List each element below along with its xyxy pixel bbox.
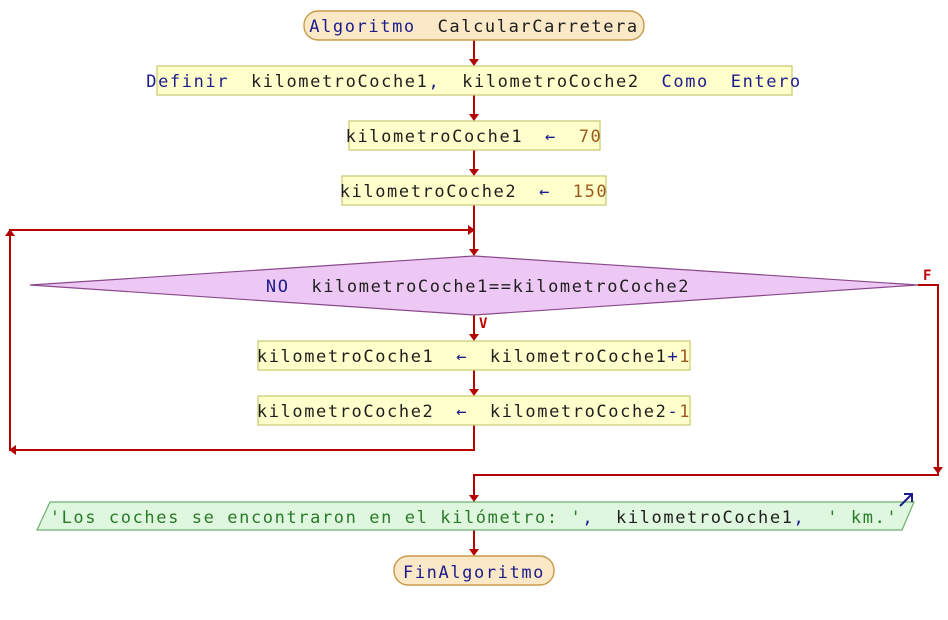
assign1-arrow: ← <box>545 127 557 147</box>
svg-text:kilometroCoche1 ←: kilometroCoche1 ← 70 <box>346 127 603 147</box>
body1-var: kilometroCoche1 <box>257 347 435 367</box>
loop-condition-diamond: NO kilometroCoche1==kilometroCoche2 <box>29 255 919 316</box>
output-separator-1: , <box>582 508 594 528</box>
svg-text:NO kilometroCoche1==kilo: NO kilometroCoche1==kilometroCoche2 <box>266 277 690 297</box>
svg-text:kilometroCoche2 ←: kilometroCoche2 ← 150 <box>340 182 609 202</box>
assign2-arrow: ← <box>539 182 551 202</box>
assign2-value: 150 <box>573 182 609 202</box>
define-var1: kilometroCoche1 <box>251 72 429 92</box>
end-keyword: FinAlgoritmo <box>403 563 545 583</box>
svg-text:kilometroCoche1 ←: kilometroCoche1 ← kilometroCoche1+1 <box>257 347 691 367</box>
body2-minus: - <box>667 402 679 422</box>
define-como-keyword: Como <box>662 72 709 92</box>
flow-connectors <box>5 40 943 556</box>
start-keyword: Algoritmo <box>309 17 416 37</box>
assign1-value: 70 <box>579 127 603 147</box>
output-arrow-icon <box>899 493 913 507</box>
svg-text:kilometroCoche2 ←: kilometroCoche2 ← kilometroCoche2-1 <box>257 402 691 422</box>
assign1-var: kilometroCoche1 <box>346 127 524 147</box>
algorithm-name: CalcularCarretera <box>438 17 639 37</box>
define-step: Definir kilometroCoche1, kilometroCoche2… <box>146 65 802 96</box>
assign-step-1: kilometroCoche1 ← 70 <box>346 120 603 151</box>
output-step: 'Los coches se encontraron en el kilómet… <box>36 493 915 531</box>
true-branch-label: V <box>479 316 488 332</box>
body1-plus: + <box>667 347 679 367</box>
body1-num: 1 <box>679 347 691 367</box>
body2-arrow: ← <box>456 402 468 422</box>
define-type-keyword: Entero <box>731 72 802 92</box>
loop-body-step-1: kilometroCoche1 ← kilometroCoche1+1 <box>257 340 691 371</box>
define-keyword: Definir <box>146 72 229 92</box>
output-string-1: 'Los coches se encontraron en el kilómet… <box>50 508 583 528</box>
condition-expression: kilometroCoche1==kilometroCoche2 <box>311 277 690 297</box>
output-string-2: ' km.' <box>827 508 898 528</box>
body2-var: kilometroCoche2 <box>257 402 435 422</box>
body2-num: 1 <box>679 402 691 422</box>
body1-arrow: ← <box>456 347 468 367</box>
start-terminal: Algoritmo CalcularCarretera <box>303 10 645 41</box>
svg-text:Algoritmo CalcularCarret: Algoritmo CalcularCarretera <box>309 17 639 37</box>
condition-negation: NO <box>266 277 290 297</box>
assign-step-2: kilometroCoche2 ← 150 <box>340 175 609 206</box>
loop-body-step-2: kilometroCoche2 ← kilometroCoche2-1 <box>257 395 691 426</box>
svg-text:'Los coches se encontraron en: 'Los coches se encontraron en el kilómet… <box>50 508 899 528</box>
assign2-var: kilometroCoche2 <box>340 182 518 202</box>
svg-text:Definir kilometroCoche1,: Definir kilometroCoche1, kilometroCoche2… <box>146 72 802 92</box>
define-separator: , <box>428 72 440 92</box>
body1-expr: kilometroCoche1 <box>490 347 668 367</box>
output-separator-2: , <box>794 508 806 528</box>
end-terminal: FinAlgoritmo <box>393 555 555 586</box>
output-var: kilometroCoche1 <box>616 508 794 528</box>
false-branch-label: F <box>923 268 931 284</box>
define-var2: kilometroCoche2 <box>462 72 640 92</box>
body2-expr: kilometroCoche2 <box>490 402 668 422</box>
